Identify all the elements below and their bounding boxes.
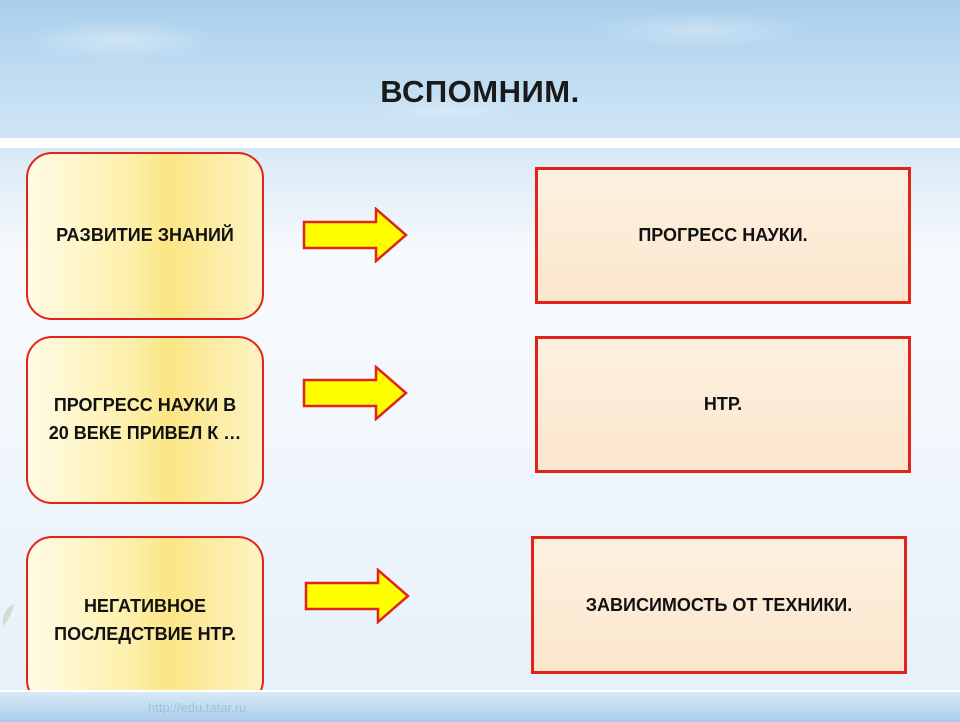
right-box-3: ЗАВИСИМОСТЬ ОТ ТЕХНИКИ. — [531, 536, 907, 674]
left-box-2: ПРОГРЕСС НАУКИ В 20 ВЕКЕ ПРИВЕЛ К … — [26, 336, 264, 504]
right-box-2: НТР. — [535, 336, 911, 473]
left-box-3: НЕГАТИВНОЕ ПОСЛЕДСТВИЕ НТР. — [26, 536, 264, 706]
right-arrow-icon — [304, 568, 410, 624]
footer-band — [0, 690, 960, 722]
right-box-1: ПРОГРЕСС НАУКИ. — [535, 167, 911, 304]
left-box-1: РАЗВИТИЕ ЗНАНИЙ — [26, 152, 264, 320]
footer-url: http://edu.tatar.ru — [148, 700, 247, 715]
right-arrow-icon — [302, 207, 408, 263]
leaf-decoration-icon — [2, 604, 14, 626]
right-arrow-icon — [302, 365, 408, 421]
slide-title: ВСПОМНИМ. — [380, 74, 580, 109]
header-band — [0, 0, 960, 138]
header-divider — [0, 138, 960, 148]
